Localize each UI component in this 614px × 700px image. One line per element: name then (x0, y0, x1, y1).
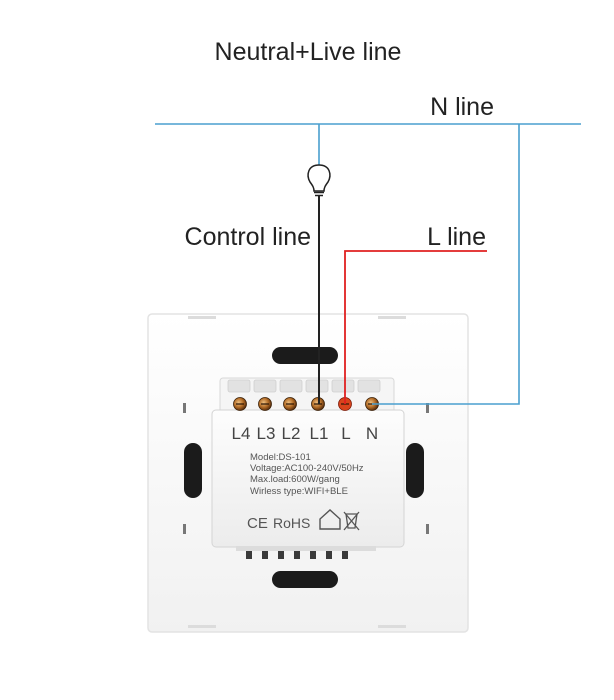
crossed-bin-icon (343, 511, 360, 531)
diagram-title: Neutral+Live line (215, 38, 402, 66)
module-base (236, 546, 376, 551)
house-icon (319, 509, 341, 530)
module-vents (246, 550, 348, 559)
mounting-slot-bottom (272, 571, 338, 588)
terminal-label: L4 (232, 424, 251, 443)
terminal-ridges (227, 379, 381, 393)
module-voltage: Voltage:AC100-240V/50Hz (250, 463, 364, 474)
terminal-labels: L4 L3 L2 L1 L N (232, 424, 379, 443)
light-bulb-icon (307, 164, 331, 197)
module-model: Model:DS-101 (250, 452, 311, 463)
mounting-slot-top (272, 347, 338, 364)
ce-mark: CE (247, 515, 268, 532)
terminal-label: L3 (257, 424, 276, 443)
l-line-label: L line (427, 223, 486, 251)
terminal-label: L1 (310, 424, 329, 443)
terminal-label: N (366, 424, 378, 443)
rohs-mark: RoHS (273, 515, 310, 531)
panel-corner-marks (188, 316, 406, 628)
module-wireless-type: Wirless type:WIFI+BLE (250, 486, 348, 497)
terminal-label: L (341, 424, 350, 443)
control-line-label: Control line (185, 223, 311, 251)
module-max-load: Max.load:600W/gang (250, 474, 340, 485)
mounting-slot-left (184, 443, 202, 498)
module-spec-text: Model:DS-101 Voltage:AC100-240V/50Hz Max… (250, 452, 364, 497)
n-line-label: N line (430, 93, 494, 121)
mounting-slot-right (406, 443, 424, 498)
l-line-wire (344, 250, 487, 404)
terminal-label: L2 (282, 424, 301, 443)
n-line-return-wire (372, 124, 520, 405)
